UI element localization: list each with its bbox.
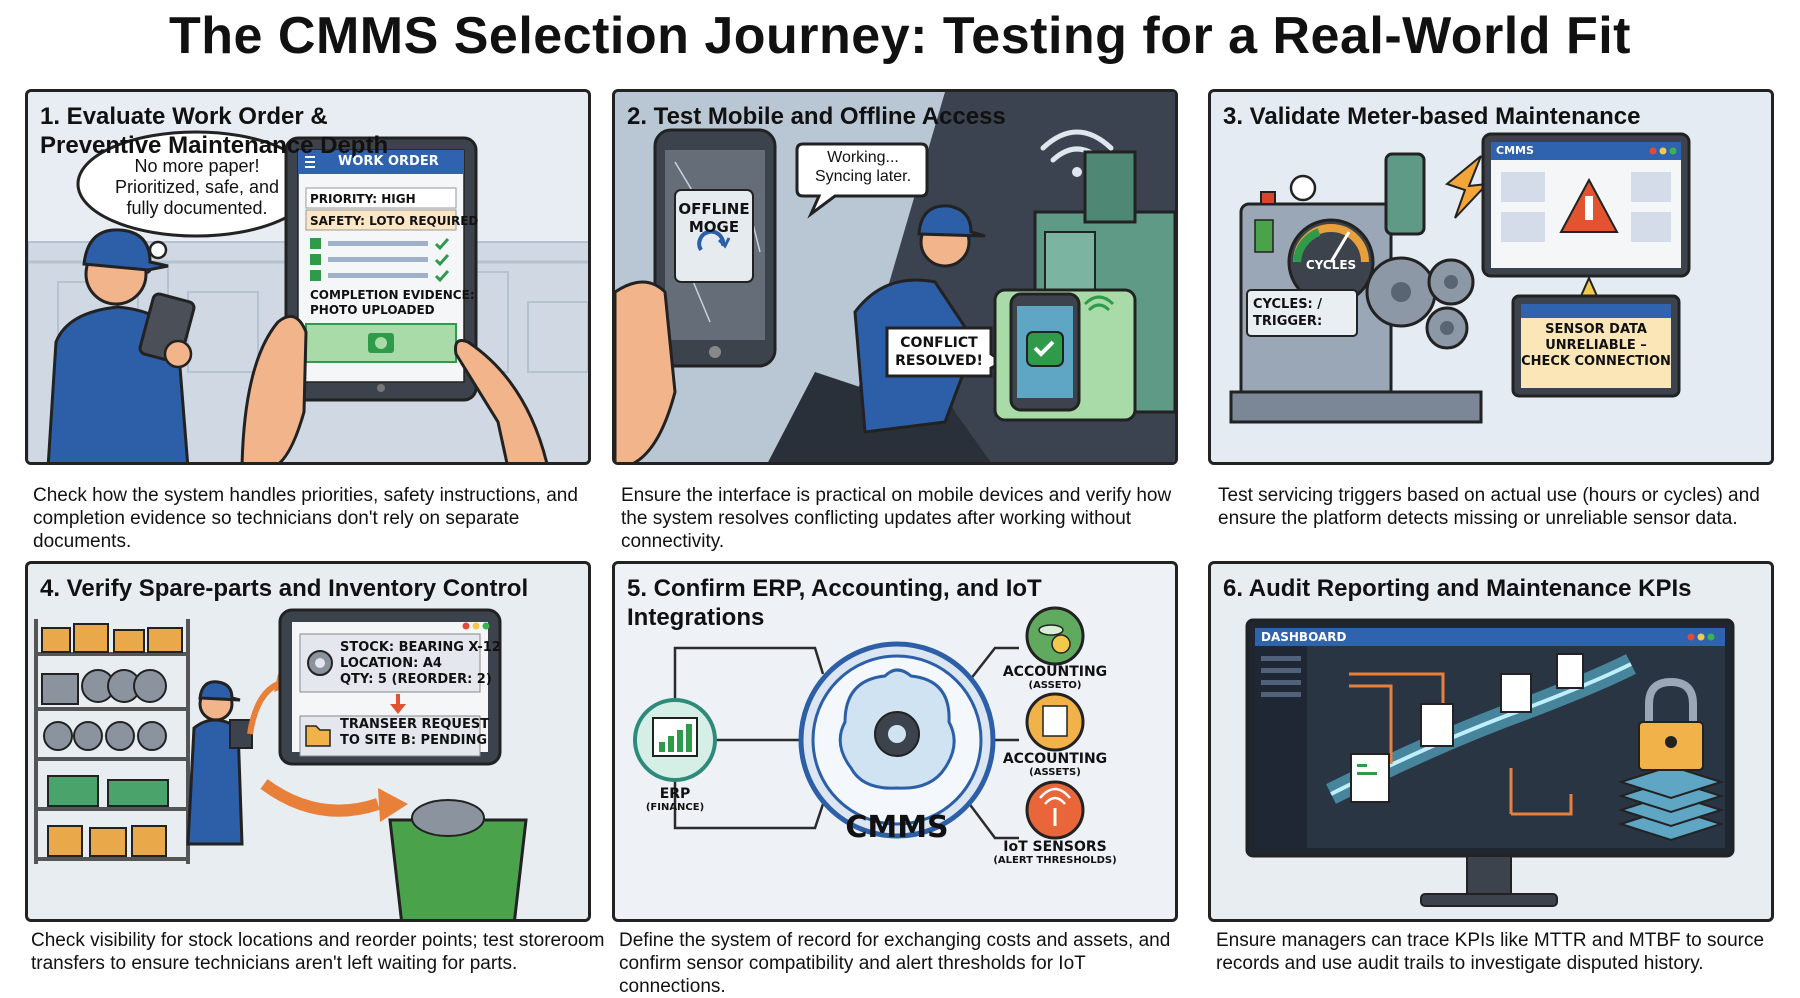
- panel-title: 3. Validate Meter-based Maintenance: [1223, 103, 1641, 130]
- speech-line: No more paper!: [134, 156, 260, 176]
- panel-caption: Check visibility for stock locations and…: [31, 930, 605, 974]
- panel-spare-parts: 4. Verify Spare-parts and Inventory Cont…: [25, 561, 591, 922]
- safety-label: SAFETY: LOTO REQUIRED: [310, 214, 479, 228]
- speech-line: Syncing later.: [814, 168, 912, 185]
- priority-label: PRIORITY: HIGH: [310, 192, 416, 206]
- accounting-label: ACCOUNTING (ASSETO): [995, 664, 1115, 692]
- iot-line: IoT SENSORS: [1003, 839, 1107, 855]
- readout-line: CYCLES: /: [1253, 297, 1323, 312]
- readout-line: TRIGGER:: [1253, 314, 1323, 329]
- speech-line: Working...: [827, 149, 899, 166]
- panel-title: 4. Verify Spare-parts and Inventory Cont…: [40, 575, 529, 602]
- iot-line: (ALERT THRESHOLDS): [993, 855, 1117, 866]
- stock-line: QTY: 5 (REORDER: 2): [340, 672, 492, 687]
- accounting-line: ACCOUNTING: [1002, 751, 1108, 767]
- panel-caption: Ensure the interface is practical on mob…: [621, 485, 1172, 552]
- dashboard-illustration: [1245, 618, 1735, 907]
- checklist: [310, 238, 450, 283]
- offline-line: MOGE: [688, 218, 740, 236]
- warning-line: UNRELIABLE –: [1545, 338, 1647, 353]
- panel-title: 6. Audit Reporting and Maintenance KPIs: [1223, 575, 1692, 602]
- stock-line: STOCK: BEARING X-12: [340, 640, 501, 655]
- offline-mode-label: OFFLINE MOGE: [675, 200, 753, 236]
- panel-mobile-offline: 2. Test Mobile and Offline Access OFFLIN…: [612, 89, 1178, 465]
- accounting-line: (ASSETO): [1028, 680, 1082, 691]
- warning-line: SENSOR DATA: [1545, 322, 1647, 337]
- work-order-illustration: [28, 130, 588, 462]
- speech-line: Prioritized, safe, and: [114, 177, 280, 197]
- dashboard-title: DASHBOARD: [1261, 630, 1347, 644]
- panel-work-order: 1. Evaluate Work Order & Preventive Main…: [25, 89, 591, 465]
- syncing-speech: Working... Syncing later.: [799, 148, 927, 186]
- sensor-warning: SENSOR DATA UNRELIABLE – CHECK CONNECTIO…: [1521, 322, 1671, 370]
- speech-line: fully documented.: [126, 198, 268, 218]
- panel-caption: Ensure managers can trace KPIs like MTTR…: [1216, 930, 1765, 974]
- stock-details: STOCK: BEARING X-12 LOCATION: A4 QTY: 5 …: [340, 640, 501, 688]
- cmms-hub-label: CMMS: [845, 810, 949, 845]
- mobile-offline-illustration: [615, 92, 1175, 462]
- conflict-line: RESOLVED!: [895, 353, 983, 369]
- iot-sensors-label: IoT SENSORS (ALERT THRESHOLDS): [985, 839, 1125, 867]
- evidence-line: PHOTO UPLOADED: [310, 303, 435, 317]
- page-title: The CMMS Selection Journey: Testing for …: [169, 7, 1631, 65]
- conflict-label: CONFLICT RESOLVED!: [887, 334, 991, 370]
- inventory-illustration: [34, 608, 528, 919]
- erp-label: ERP (FINANCE): [625, 786, 725, 814]
- stock-line: LOCATION: A4: [340, 656, 442, 671]
- cycles-readout: CYCLES: / TRIGGER:: [1253, 296, 1322, 330]
- panel-reporting-kpis: 6. Audit Reporting and Maintenance KPIs …: [1208, 561, 1774, 922]
- offline-line: OFFLINE: [678, 200, 750, 218]
- evidence-line: COMPLETION EVIDENCE:: [310, 288, 475, 302]
- panel-integrations: 5. Confirm ERP, Accounting, and IoT Inte…: [612, 561, 1178, 922]
- panel-title: 2. Test Mobile and Offline Access: [627, 103, 1006, 130]
- technician-figure: [46, 228, 196, 462]
- meter-illustration: [1229, 132, 1691, 424]
- conflict-line: CONFLICT: [900, 335, 978, 351]
- transfer-line: TO SITE B: PENDING: [340, 733, 488, 748]
- monitor-title: CMMS: [1496, 144, 1534, 157]
- speech-bubble: No more paper! Prioritized, safe, and fu…: [86, 156, 308, 219]
- erp-line: (FINANCE): [645, 802, 705, 813]
- accounting-line: ACCOUNTING: [1002, 664, 1108, 680]
- panel-caption: Define the system of record for exchangi…: [619, 930, 1171, 997]
- erp-line: ERP: [659, 786, 691, 802]
- evidence-label: COMPLETION EVIDENCE: PHOTO UPLOADED: [310, 288, 475, 318]
- panel-caption: Test servicing triggers based on actual …: [1218, 485, 1760, 529]
- tablet-header: WORK ORDER: [338, 154, 439, 169]
- panel-meter-maintenance: 3. Validate Meter-based Maintenance CYCL…: [1208, 89, 1774, 465]
- panel-title: 1. Evaluate Work Order & Preventive Main…: [40, 103, 389, 159]
- panel-caption: Check how the system handles priorities,…: [33, 485, 578, 552]
- transfer-line: TRANSEER REQUEST: [340, 717, 490, 732]
- panel-title: 5. Confirm ERP, Accounting, and IoT Inte…: [627, 575, 1042, 631]
- accounting-line: (ASSETS): [1029, 767, 1081, 778]
- warning-line: CHECK CONNECTION: [1521, 354, 1671, 369]
- integrations-illustration: [633, 606, 1085, 840]
- transfer-request: TRANSEER REQUEST TO SITE B: PENDING: [340, 717, 489, 749]
- accounting-assets-label: ACCOUNTING (ASSETS): [995, 751, 1115, 779]
- gauge-label: CYCLES: [1305, 258, 1357, 272]
